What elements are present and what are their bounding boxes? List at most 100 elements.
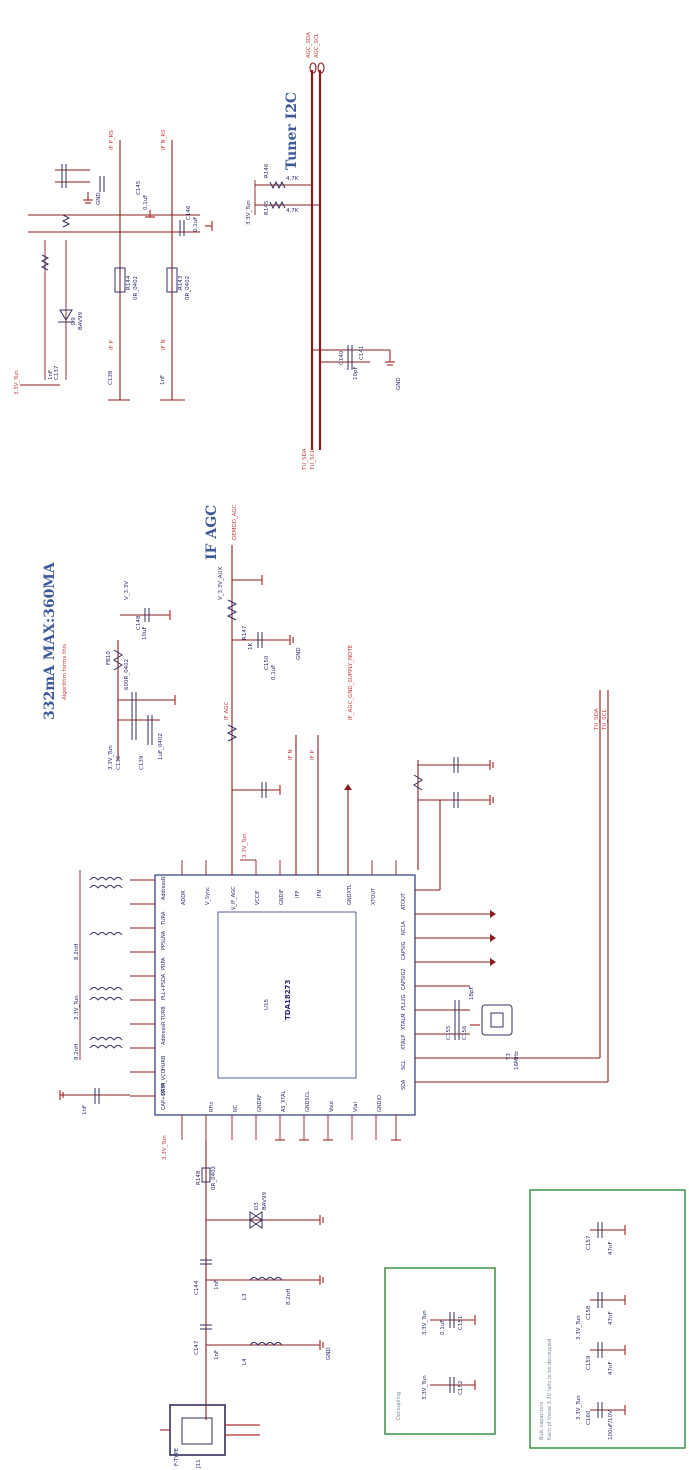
- box1-title: Decoupling: [396, 1392, 402, 1420]
- r-if-1-val: 0R_0402: [133, 276, 139, 300]
- d-esd-ref: D3: [254, 1202, 260, 1210]
- rail-tun-mid: 3.3V_Tun: [108, 745, 114, 770]
- c-rf-small: 1nF: [82, 1105, 88, 1115]
- decoupling-box-frame: [384, 1267, 496, 1435]
- c-bulk-val: 10uF: [142, 626, 148, 640]
- l-rf-2-ref: L4: [242, 1358, 248, 1365]
- c-rf-1-ref: C144: [194, 1280, 200, 1295]
- fb-ref: FB10: [106, 651, 112, 665]
- pin-top-7: GNDXTL: [347, 884, 353, 905]
- if-agc-title: IF AGC: [204, 505, 220, 560]
- d-if-ref: D9: [71, 317, 77, 325]
- if-n-mid: IF N: [288, 749, 294, 760]
- box1-c2: C152: [458, 1381, 464, 1395]
- pin-left-3: PRPA: [161, 957, 167, 970]
- if-output-network: IF P_RS IF N_RS IF P IF N R144 0R_0402 R…: [14, 129, 213, 401]
- bulk-cap-box: Bulk capacitors Each of these 3.3V rails…: [529, 1189, 686, 1449]
- agc-sda-label: AGC_SDA: [306, 32, 312, 58]
- pin-left-0: AddressN: [161, 876, 167, 900]
- pin-left-2: PPSLNA: [161, 930, 167, 950]
- bulk-cap-box-frame: [529, 1189, 686, 1449]
- box2-rail-2: 3.3V_Tun: [576, 1395, 582, 1420]
- pin-bottom-0: RFin: [209, 1101, 215, 1112]
- box1-rail-2: 3.3V_Tun: [422, 1375, 428, 1400]
- agc-scl-label: AGC_SCL: [314, 32, 320, 58]
- ic-top-pins: ADDR V_Sync V_IF_AGC VCCIF GNDIF IFP IFN…: [181, 833, 397, 910]
- c-dec-val: 1uF_0402: [158, 733, 164, 760]
- r-agc-val: 1K: [248, 643, 254, 650]
- d-if-val: BAV99: [78, 312, 84, 330]
- pin-left-1: TURA: [161, 911, 167, 926]
- box2-c3: C160: [586, 1410, 592, 1425]
- pin-left-9: CAP+DATA: [161, 1082, 167, 1110]
- ic-bottom-pins: RFin NC GNDRF AS_XTAL GNDSCL Vout Vtal G…: [162, 1090, 401, 1160]
- ic-refdes: U15: [264, 998, 270, 1010]
- pin-bottom-5: Vout: [329, 1101, 335, 1112]
- tuner-scl-right: TU_SCL: [602, 709, 608, 731]
- pin-left-6: AddressR: [161, 1021, 167, 1045]
- xtal-ref: Y3: [506, 1053, 512, 1061]
- c-xtal-val: 18pF: [469, 986, 475, 1000]
- pin-left-4: PLL+PSDA: [161, 973, 167, 1000]
- c-xtal-1-ref: C155: [446, 1025, 452, 1040]
- box2-val-2: 47nF: [608, 1361, 614, 1375]
- pin-right-1: NC1A: [401, 921, 407, 935]
- r-if-1-ref: R144: [126, 275, 132, 290]
- tuner-sda-right: TU_SDA: [594, 708, 600, 731]
- pin-top-2: V_IF_AGC: [231, 886, 237, 910]
- c-xtal-2-ref: C156: [462, 1025, 468, 1040]
- gnd-label-i2c: GND: [396, 377, 402, 390]
- c-bulk-ref: C148: [136, 615, 142, 630]
- pin-right-0: ATOUT: [401, 892, 407, 910]
- pin-bottom-1: NC: [233, 1104, 239, 1112]
- r-if-2-val: 0R_0402: [185, 276, 191, 300]
- c-out-2-ref: C138: [108, 370, 114, 385]
- pin-left-5: TURB: [161, 1006, 167, 1021]
- c-if-2-val: 0.1uF: [193, 217, 199, 232]
- gnd-label-agc: GND: [296, 647, 302, 660]
- fb-val: 600R_0402: [124, 659, 130, 690]
- c-out-1-val: 1nF: [48, 370, 54, 380]
- l-rf-1-val2: 8.2nH: [286, 1289, 292, 1305]
- r-i2c-1-val: 4.7K: [286, 176, 299, 182]
- box2-title: Bulk capacitors: [539, 1401, 545, 1440]
- c-agc-ref: C150: [264, 655, 270, 670]
- gnd-note: IF_AGC_GND_SUPPLY_NOTE: [348, 644, 354, 720]
- rail-main-label: V_3.3V: [124, 581, 130, 600]
- pin-bottom-4: GNDSCL: [305, 1091, 311, 1112]
- c-dec-2-ref: C139: [139, 755, 145, 770]
- rail-tun-i2c: 3.3V_Tun: [246, 200, 252, 225]
- conn-val: F-TYPE: [174, 1447, 180, 1466]
- tuner-sda-top: TU_SDA: [302, 448, 308, 471]
- r-i2c-2-ref: R145: [264, 200, 270, 215]
- l-rf-1-val: 8.2nH: [74, 1044, 80, 1060]
- pin-top-0: ADDR: [181, 890, 187, 905]
- tuner-scl-top: TU_SCL: [310, 449, 316, 471]
- left-inductor-network: 8.2nH 8.2nH 1nF 3.3V_Tun: [59, 870, 130, 1115]
- box2-rail-1: 3.3V_Tun: [576, 1315, 582, 1340]
- if-p-label: IF P: [109, 339, 115, 350]
- box1-val: 0.1uF: [440, 1320, 446, 1335]
- c-rf-2-ref: C147: [194, 1340, 200, 1355]
- rail-tun-top: 3.3V_Tun: [14, 370, 20, 395]
- box2-note: Each of these 3.3V rails to be decoupled: [547, 1339, 553, 1440]
- tuner-ic: U15 TDA18273 AddressN TURA PPSLNA PRPA P…: [59, 690, 609, 1160]
- pin-right-4: PLL2G: [401, 994, 407, 1010]
- box2-c1: C158: [586, 1305, 592, 1320]
- r-rf-ref: R148: [196, 1170, 202, 1185]
- pin-right-7: SCL: [401, 1060, 407, 1070]
- rail-aux-label: V_3.3V_AUX: [218, 566, 224, 600]
- c-i2c-val: 10pF: [353, 366, 359, 380]
- c-agc-val: 0.1uF: [271, 665, 277, 680]
- r-agc-ref: R147: [242, 625, 248, 640]
- c-i2c-2-ref: C141: [359, 346, 365, 360]
- d-esd-val: BAV99: [262, 1192, 268, 1210]
- pin-bottom-2: GNDRF: [257, 1094, 263, 1112]
- ic-right-pins: ATOUT NC1A CAPSIG CAPSIG2 PLL2G XTALM XT…: [401, 690, 609, 1090]
- rail-tun-left: 3.3V_Tun: [74, 995, 80, 1020]
- box2-val-0: 47nF: [608, 1241, 614, 1255]
- rail-tun-top-pin: 3.3V_Tun: [242, 833, 248, 858]
- if-p-out-label: IF P_RS: [109, 130, 115, 150]
- pin-right-3: CAPSIG2: [401, 968, 407, 990]
- pin-bottom-3: AS_XTAL: [281, 1090, 287, 1112]
